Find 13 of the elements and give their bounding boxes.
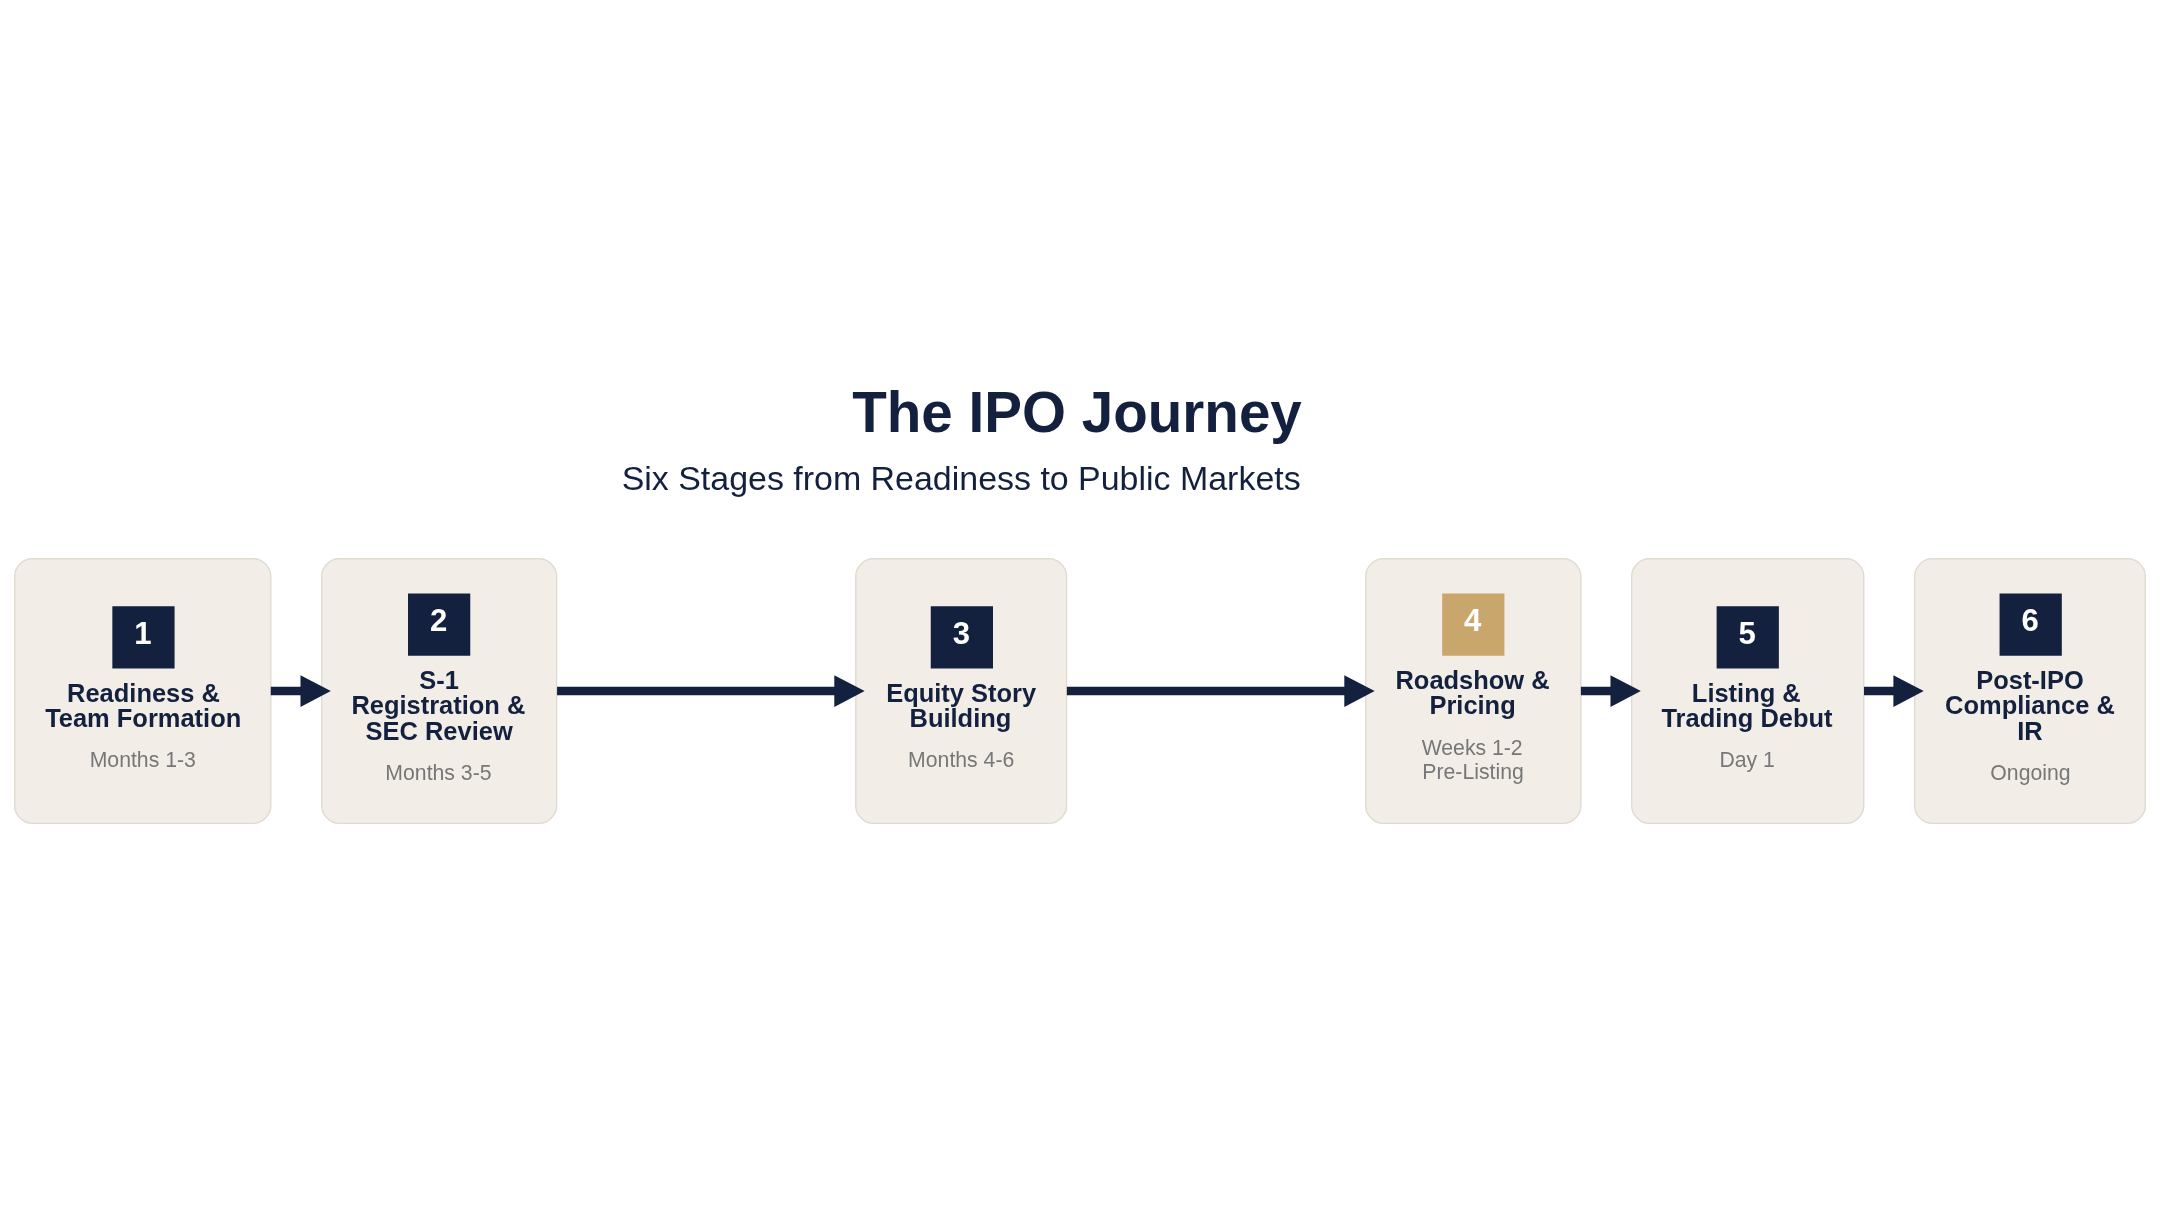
arrow bbox=[557, 675, 865, 707]
arrow bbox=[1580, 675, 1641, 707]
node-box: 4 Roadshow & Pricing Weeks 1-2 Pre-Listing bbox=[1365, 558, 1582, 825]
label: Six Stages from Readiness to Public Markets bbox=[621, 459, 1301, 498]
node-box: 1 Readiness & Team Formation Months 1-3 bbox=[14, 558, 272, 825]
arrow bbox=[270, 675, 331, 707]
node-box: 6 Post-IPO Compliance & IR Ongoing bbox=[1913, 558, 2146, 825]
diagram-title: The IPO Journey bbox=[852, 381, 1302, 445]
arrow bbox=[1066, 675, 1375, 707]
node-box: 5 Listing & Trading Debut Day 1 bbox=[1631, 558, 1865, 825]
arrow bbox=[1864, 675, 1924, 707]
node-box: 2 S-1 Registration & SEC Review Months 3-5 bbox=[321, 558, 558, 825]
node-box: 3 Equity Story Building Months 4-6 bbox=[855, 558, 1068, 825]
